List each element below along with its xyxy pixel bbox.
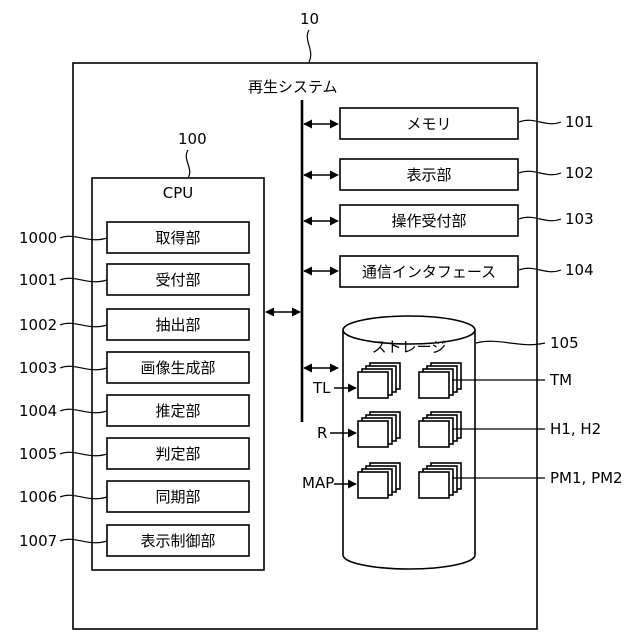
- unit-ref: 1000: [19, 229, 57, 247]
- unit-label: 受付部: [155, 271, 200, 289]
- cpu-unit-1007: 表示制御部 1007: [19, 525, 249, 556]
- peripheral-label: 表示部: [406, 166, 451, 184]
- peripheral-label: 操作受付部: [391, 212, 466, 230]
- unit-label: 取得部: [155, 229, 200, 247]
- peripheral-102: 表示部 102: [304, 159, 594, 190]
- file-stack-r: [358, 412, 400, 447]
- storage-title: ストレージ: [372, 338, 447, 356]
- system-ref-label: 10: [300, 10, 319, 28]
- peripheral-101: メモリ 101: [304, 108, 594, 139]
- unit-label: 推定部: [155, 402, 200, 420]
- cpu-unit-1001: 受付部 1001: [19, 264, 249, 295]
- peripheral-104: 通信インタフェース 104: [304, 256, 594, 287]
- unit-label: 画像生成部: [140, 359, 215, 377]
- cpu-unit-1002: 抽出部 1002: [19, 309, 249, 340]
- peripheral-ref: 101: [565, 113, 594, 131]
- storage-label-pm: PM1, PM2: [550, 469, 623, 487]
- cpu-title: CPU: [163, 184, 194, 202]
- storage-ref: 105: [550, 334, 579, 352]
- unit-ref: 1003: [19, 359, 57, 377]
- file-stack-pm: [419, 463, 461, 498]
- system-ref-leader: [307, 30, 310, 62]
- file-stack-map: [358, 463, 400, 498]
- unit-label: 表示制御部: [140, 532, 215, 550]
- peripheral-label: 通信インタフェース: [362, 263, 496, 281]
- peripheral-label: メモリ: [406, 115, 451, 133]
- unit-ref: 1005: [19, 445, 57, 463]
- system-title: 再生システム: [248, 78, 338, 96]
- cpu-unit-1000: 取得部 1000: [19, 222, 249, 253]
- unit-ref: 1007: [19, 532, 57, 550]
- cpu-unit-1003: 画像生成部 1003: [19, 352, 249, 383]
- storage-label-h: H1, H2: [550, 420, 601, 438]
- cpu-ref-label: 100: [178, 130, 207, 148]
- file-stack-tl: [358, 363, 400, 398]
- peripheral-ref: 102: [565, 164, 594, 182]
- unit-ref: 1001: [19, 271, 57, 289]
- unit-label: 同期部: [155, 488, 200, 506]
- peripheral-ref: 103: [565, 210, 594, 228]
- unit-ref: 1002: [19, 316, 57, 334]
- cpu-unit-1005: 判定部 1005: [19, 438, 249, 469]
- cpu-unit-1006: 同期部 1006: [19, 481, 249, 512]
- unit-ref: 1004: [19, 402, 57, 420]
- storage-label-tm: TM: [549, 371, 572, 389]
- peripheral-103: 操作受付部 103: [304, 205, 594, 236]
- storage-label-r: R: [317, 424, 327, 442]
- unit-ref: 1006: [19, 488, 57, 506]
- storage-label-tl: TL: [312, 379, 331, 397]
- unit-label: 判定部: [155, 445, 200, 463]
- cpu-unit-1004: 推定部 1004: [19, 395, 249, 426]
- peripheral-ref: 104: [565, 261, 594, 279]
- unit-label: 抽出部: [155, 316, 200, 334]
- storage-label-map: MAP: [302, 474, 334, 492]
